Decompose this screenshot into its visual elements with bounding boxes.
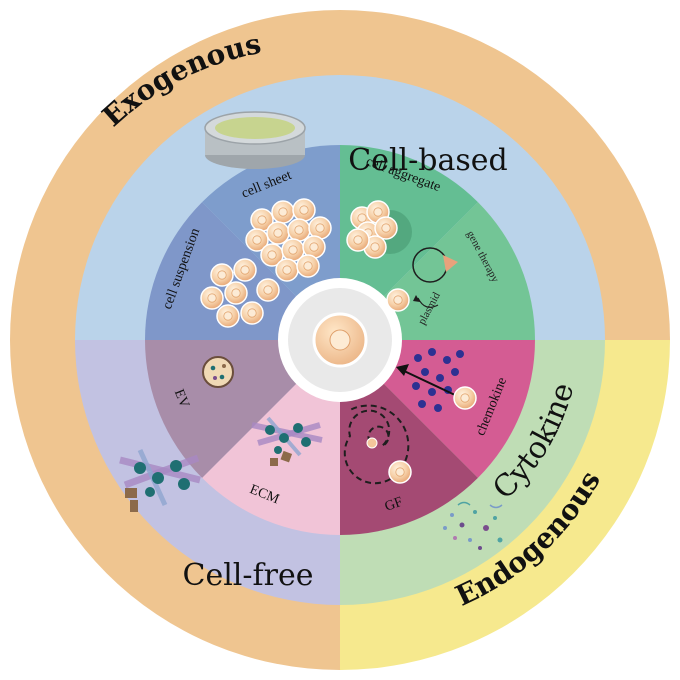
petri-dish-icon: [204, 111, 306, 169]
cell-based-label: Cell-based: [348, 143, 507, 178]
ecm-icon: [251, 416, 323, 466]
gf-label: GF: [383, 495, 405, 515]
cell-aggregate-icon: [346, 200, 412, 259]
ev-label: EV: [171, 387, 192, 410]
cytokine-particles-icon: [443, 501, 503, 550]
extracellular-vesicle-icon: [202, 356, 234, 388]
cell-free-ecm-icon: [119, 448, 201, 512]
cell-free-label: Cell-free: [183, 558, 314, 593]
chemokine-icon: [396, 348, 477, 412]
center-hub: [278, 278, 402, 402]
growth-factor-icon: [343, 404, 412, 485]
gene-therapy-icon: [386, 247, 458, 312]
